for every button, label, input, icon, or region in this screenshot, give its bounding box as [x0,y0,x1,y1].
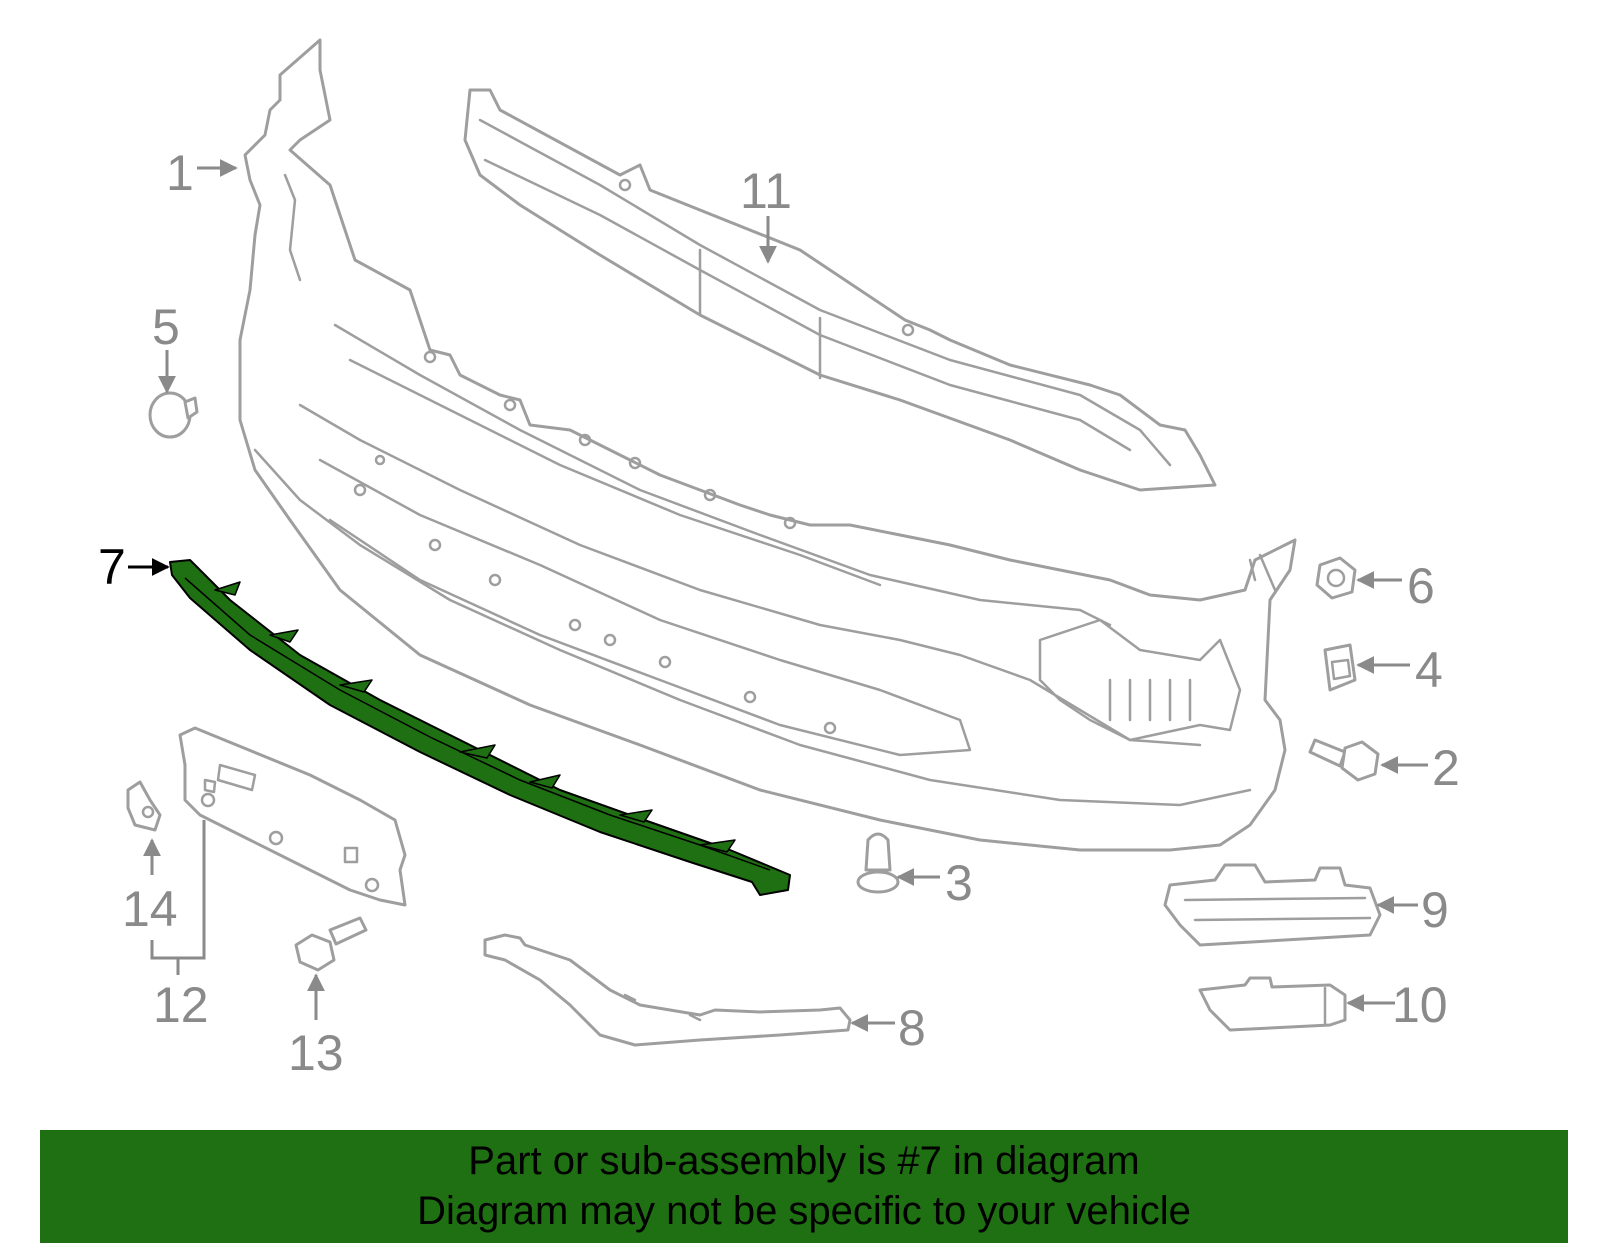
callout-2: 2 [1432,740,1460,796]
callout-numbers: 1 11 5 7 6 4 2 3 9 10 8 14 12 13 [98,145,1460,1081]
callout-14: 14 [122,881,178,937]
callout-6: 6 [1407,558,1435,614]
callout-3: 3 [945,855,973,911]
callout-leaders [128,159,1428,1032]
callout-8: 8 [898,1000,926,1056]
part-8-lower-trim[interactable] [483,933,852,1047]
part-14-clip[interactable] [126,780,162,832]
part-9-bezel[interactable] [1163,863,1382,947]
part-7-lower-strip-highlighted[interactable] [169,559,791,896]
part-2-bolt[interactable] [1308,738,1380,782]
parts-diagram: 1 11 5 7 6 4 2 3 9 10 8 14 12 13 [98,38,1460,1081]
callout-5: 5 [152,299,180,355]
banner-line-disclaimer: Diagram may not be specific to your vehi… [417,1189,1191,1233]
part-6-nut[interactable] [1315,556,1357,600]
part-12-license-bracket[interactable] [178,726,407,907]
part-11-upper-grille[interactable] [463,88,1217,492]
callout-9: 9 [1421,882,1449,938]
banner-line-part-info: Part or sub-assembly is #7 in diagram [468,1139,1140,1183]
part-4-u-clip[interactable] [1323,643,1357,692]
callout-1: 1 [166,145,194,201]
info-banner: Part or sub-assembly is #7 in diagram Di… [40,1130,1568,1243]
callout-11: 11 [740,163,792,219]
callout-10: 10 [1392,977,1448,1033]
part-3-push-pin[interactable] [856,832,900,894]
part-13-bolt[interactable] [294,916,368,972]
callout-7-selected: 7 [98,539,126,595]
part-10-bezel[interactable] [1198,976,1347,1032]
callout-13: 13 [288,1025,344,1081]
callout-4: 4 [1415,642,1443,698]
part-5-push-clip[interactable] [148,391,199,439]
callout-12: 12 [153,977,209,1033]
part-1-bumper-cover[interactable] [238,38,1297,852]
